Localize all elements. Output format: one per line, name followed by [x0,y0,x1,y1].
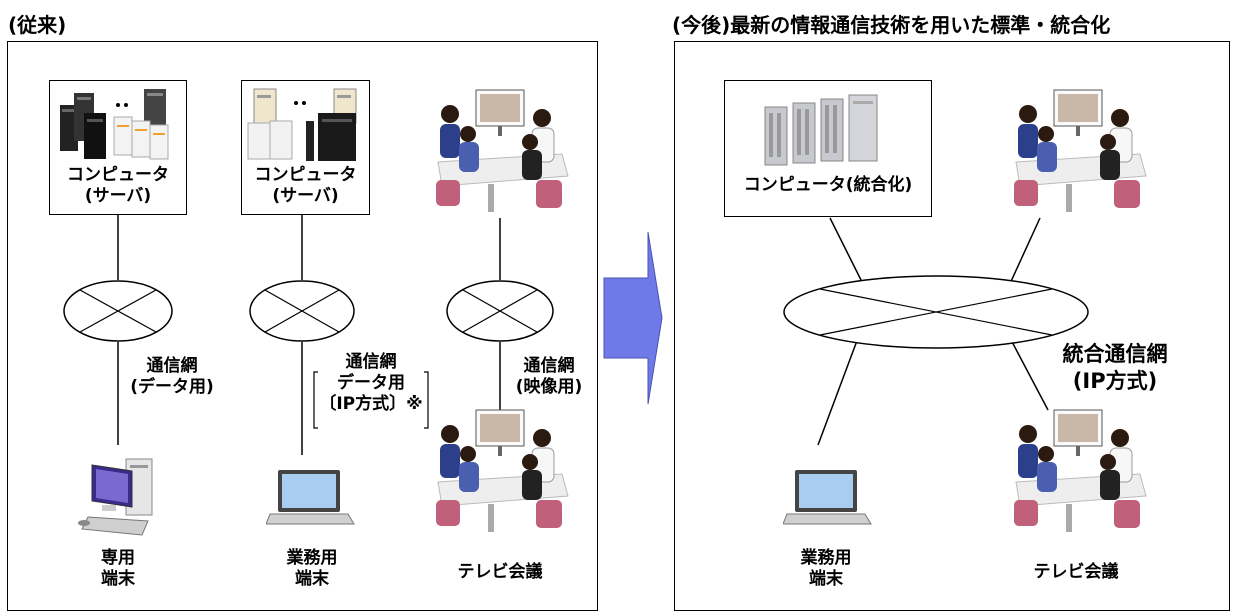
meeting-icon [1014,89,1147,212]
integrated-net-label: 統合通信網 (IP方式) [1062,342,1168,393]
conference-label-before: テレビ会議 [457,562,543,582]
terminal-label-business-after: 業務用 端末 [800,548,852,589]
net-label-ip: 通信網 データ用 〔IP方式〕※ [319,352,423,414]
server-tower-icon [764,94,878,166]
integrated-network-node [783,275,1089,349]
net-label-data: 通信網 (データ用) [130,356,214,397]
network-node-data [63,280,173,342]
arrow-right-icon [603,231,663,405]
server-box-2: コンピュータ (サーバ) [241,80,370,215]
meeting-icon [1014,409,1147,532]
server-label-2: コンピュータ (サーバ) [254,165,357,206]
server-tower-icon [247,88,357,161]
terminal-label-dedicated: 専用 端末 [101,548,135,589]
conference-label-after: テレビ会議 [1033,562,1119,582]
terminal-label-business: 業務用 端末 [286,548,338,589]
network-node-video [446,280,554,342]
server-box-integrated: コンピュータ(統合化) [724,80,932,217]
laptop-icon [266,470,355,525]
server-box-1: コンピュータ (サーバ) [49,80,187,215]
before-header: (従来) [8,13,67,37]
network-node-ip [249,280,355,342]
laptop-icon [783,470,872,525]
meeting-icon [436,409,569,532]
net-label-video: 通信網 (映像用) [515,356,583,397]
server-label-1: コンピュータ (サーバ) [67,165,169,206]
desktop-pc-icon [78,458,153,536]
server-rack-icon [60,89,169,160]
after-header: (今後)最新の情報通信技術を用いた標準・統合化 [672,13,1111,37]
server-label-integrated: コンピュータ(統合化) [743,175,913,195]
meeting-icon [436,89,569,212]
